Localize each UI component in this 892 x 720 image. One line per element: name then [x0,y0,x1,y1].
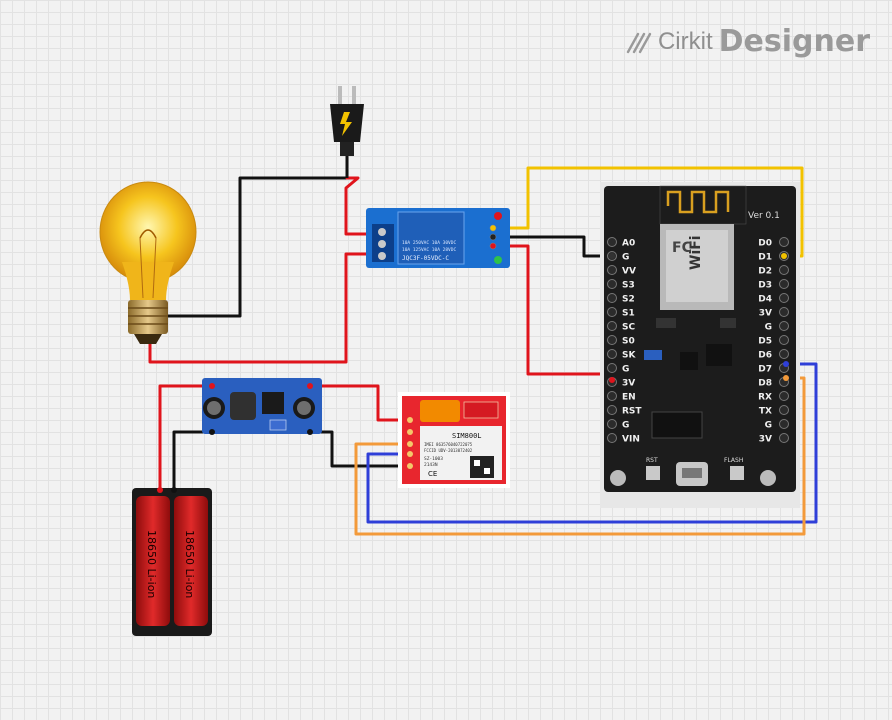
pin-label-right_pins-7: D5 [758,337,772,347]
pin-label-left_pins-2: VV [622,267,636,277]
pin-label-right_pins-2: D2 [758,267,772,277]
pin-label-right_pins-1: D1 [758,253,772,263]
wire-battery-neg [172,430,214,492]
pin-label-left_pins-12: RST [622,407,642,417]
pin-label-left_pins-4: S2 [622,295,635,305]
wire-relay-vcc [493,244,614,382]
pin-label-right_pins-0: D0 [758,239,772,249]
pin-tx-right_pins-12[interactable] [779,405,789,415]
pin-label-right_pins-14: 3V [759,435,772,445]
pin-label-left_pins-1: G [622,253,629,263]
battery-pack[interactable]: 18650 Li-ion 18650 Li-ion [132,487,212,636]
wire-buck-to-gsm-vcc [308,384,412,422]
pin-g-right_pins-6[interactable] [779,321,789,331]
pin-rst-left_pins-12[interactable] [607,405,617,415]
pin-d2-right_pins-2[interactable] [779,265,789,275]
light-bulb[interactable] [99,181,197,344]
pin-g-right_pins-13[interactable] [779,419,789,429]
pin-3v-right_pins-5[interactable] [779,307,789,317]
pin-label-left_pins-10: 3V [622,379,635,389]
pin-s2-left_pins-4[interactable] [607,293,617,303]
pin-d4-right_pins-4[interactable] [779,293,789,303]
wire-battery-pos [158,384,214,492]
board-version: Ver 0.1 [748,211,780,221]
battery-cell2: 18650 Li-ion [183,530,196,598]
pin-label-right_pins-9: D7 [758,365,772,375]
pin-a0-left_pins-0[interactable] [607,237,617,247]
chip-fc: FC [672,240,692,256]
relay-spec2: 10A 125VAC 10A 28VDC [402,247,456,253]
relay-part: JQC3F-05VDC-C [402,255,449,262]
pin-label-right_pins-8: D6 [758,351,772,361]
gsm-code: 2143N [424,462,438,468]
chip-wifi: WiFi [688,235,704,270]
wire-plug-to-relay [344,176,387,236]
pin-label-right_pins-12: TX [759,407,772,417]
button-rst-label: RST [646,457,658,464]
pin-label-left_pins-14: VIN [622,435,640,445]
gsm-fcc: FCCID UDV-2013072402 [424,448,473,453]
pin-d3-right_pins-3[interactable] [779,279,789,289]
wire-gsm-d7 [366,362,818,524]
relay-spec1: 10A 250VAC 10A 30VDC [402,240,456,246]
battery-cell1: 18650 Li-ion [145,530,158,598]
pin-label-right_pins-6: G [765,323,772,333]
pin-label-left_pins-11: EN [622,393,636,403]
relay-module[interactable]: 10A 250VAC 10A 30VDC 10A 125VAC 10A 28VD… [366,208,510,268]
pin-s3-left_pins-3[interactable] [607,279,617,289]
pin-3v-right_pins-14[interactable] [779,433,789,443]
pin-label-right_pins-13: G [765,421,772,431]
pin-label-left_pins-3: S3 [622,281,635,291]
antenna-icon [666,190,730,214]
pin-label-right_pins-11: RX [758,393,772,403]
qr-code-icon [470,456,494,478]
gsm-mark: CE [428,470,437,478]
pin-s1-left_pins-5[interactable] [607,307,617,317]
pin-sk-left_pins-8[interactable] [607,349,617,359]
pin-label-right_pins-10: D8 [758,379,772,389]
pin-d6-right_pins-8[interactable] [779,349,789,359]
pin-g-left_pins-13[interactable] [607,419,617,429]
buck-converter[interactable] [202,378,322,435]
pin-en-left_pins-11[interactable] [607,391,617,401]
lightning-icon [340,112,352,136]
brand-logo: Cirkit Designer [624,24,870,59]
pin-d5-right_pins-7[interactable] [779,335,789,345]
pin-label-right_pins-4: D4 [758,295,772,305]
wire-buck-to-gsm-gnd [308,430,412,468]
pin-vv-left_pins-2[interactable] [607,265,617,275]
wire-relay-to-lamp [148,252,387,364]
brand-suffix: Designer [718,24,870,59]
button-flash-label: FLASH [724,457,743,464]
wire-relay-gnd [493,235,614,258]
wire-gsm-d8 [354,376,806,536]
pen-ruler-icon [626,32,652,53]
pin-vin-left_pins-14[interactable] [607,433,617,443]
pin-label-left_pins-8: SK [622,351,636,361]
wire-plug-to-lamp [160,176,349,318]
pin-sc-left_pins-6[interactable] [607,321,617,331]
pin-g-left_pins-9[interactable] [607,363,617,373]
gsm-sn: SZ-1003 [424,456,443,462]
pin-rx-right_pins-11[interactable] [779,391,789,401]
pin-label-left_pins-13: G [622,421,629,431]
pin-label-right_pins-5: 3V [759,309,772,319]
gsm-imei: IMEI 863576040722075 [424,442,473,447]
gsm-model: SIM800L [452,432,482,440]
pin-s0-left_pins-7[interactable] [607,335,617,345]
pin-label-right_pins-3: D3 [758,281,772,291]
pin-label-left_pins-9: G [622,365,629,375]
gsm-module[interactable]: SIM800L IMEI 863576040722075 FCCID UDV-2… [398,392,510,488]
brand-name: Cirkit [657,27,713,55]
pin-label-left_pins-6: SC [622,323,635,333]
ac-plug[interactable] [330,86,364,178]
pin-label-left_pins-0: A0 [622,239,635,249]
pin-label-left_pins-7: S0 [622,337,635,347]
pin-label-left_pins-5: S1 [622,309,635,319]
pin-d0-right_pins-0[interactable] [779,237,789,247]
